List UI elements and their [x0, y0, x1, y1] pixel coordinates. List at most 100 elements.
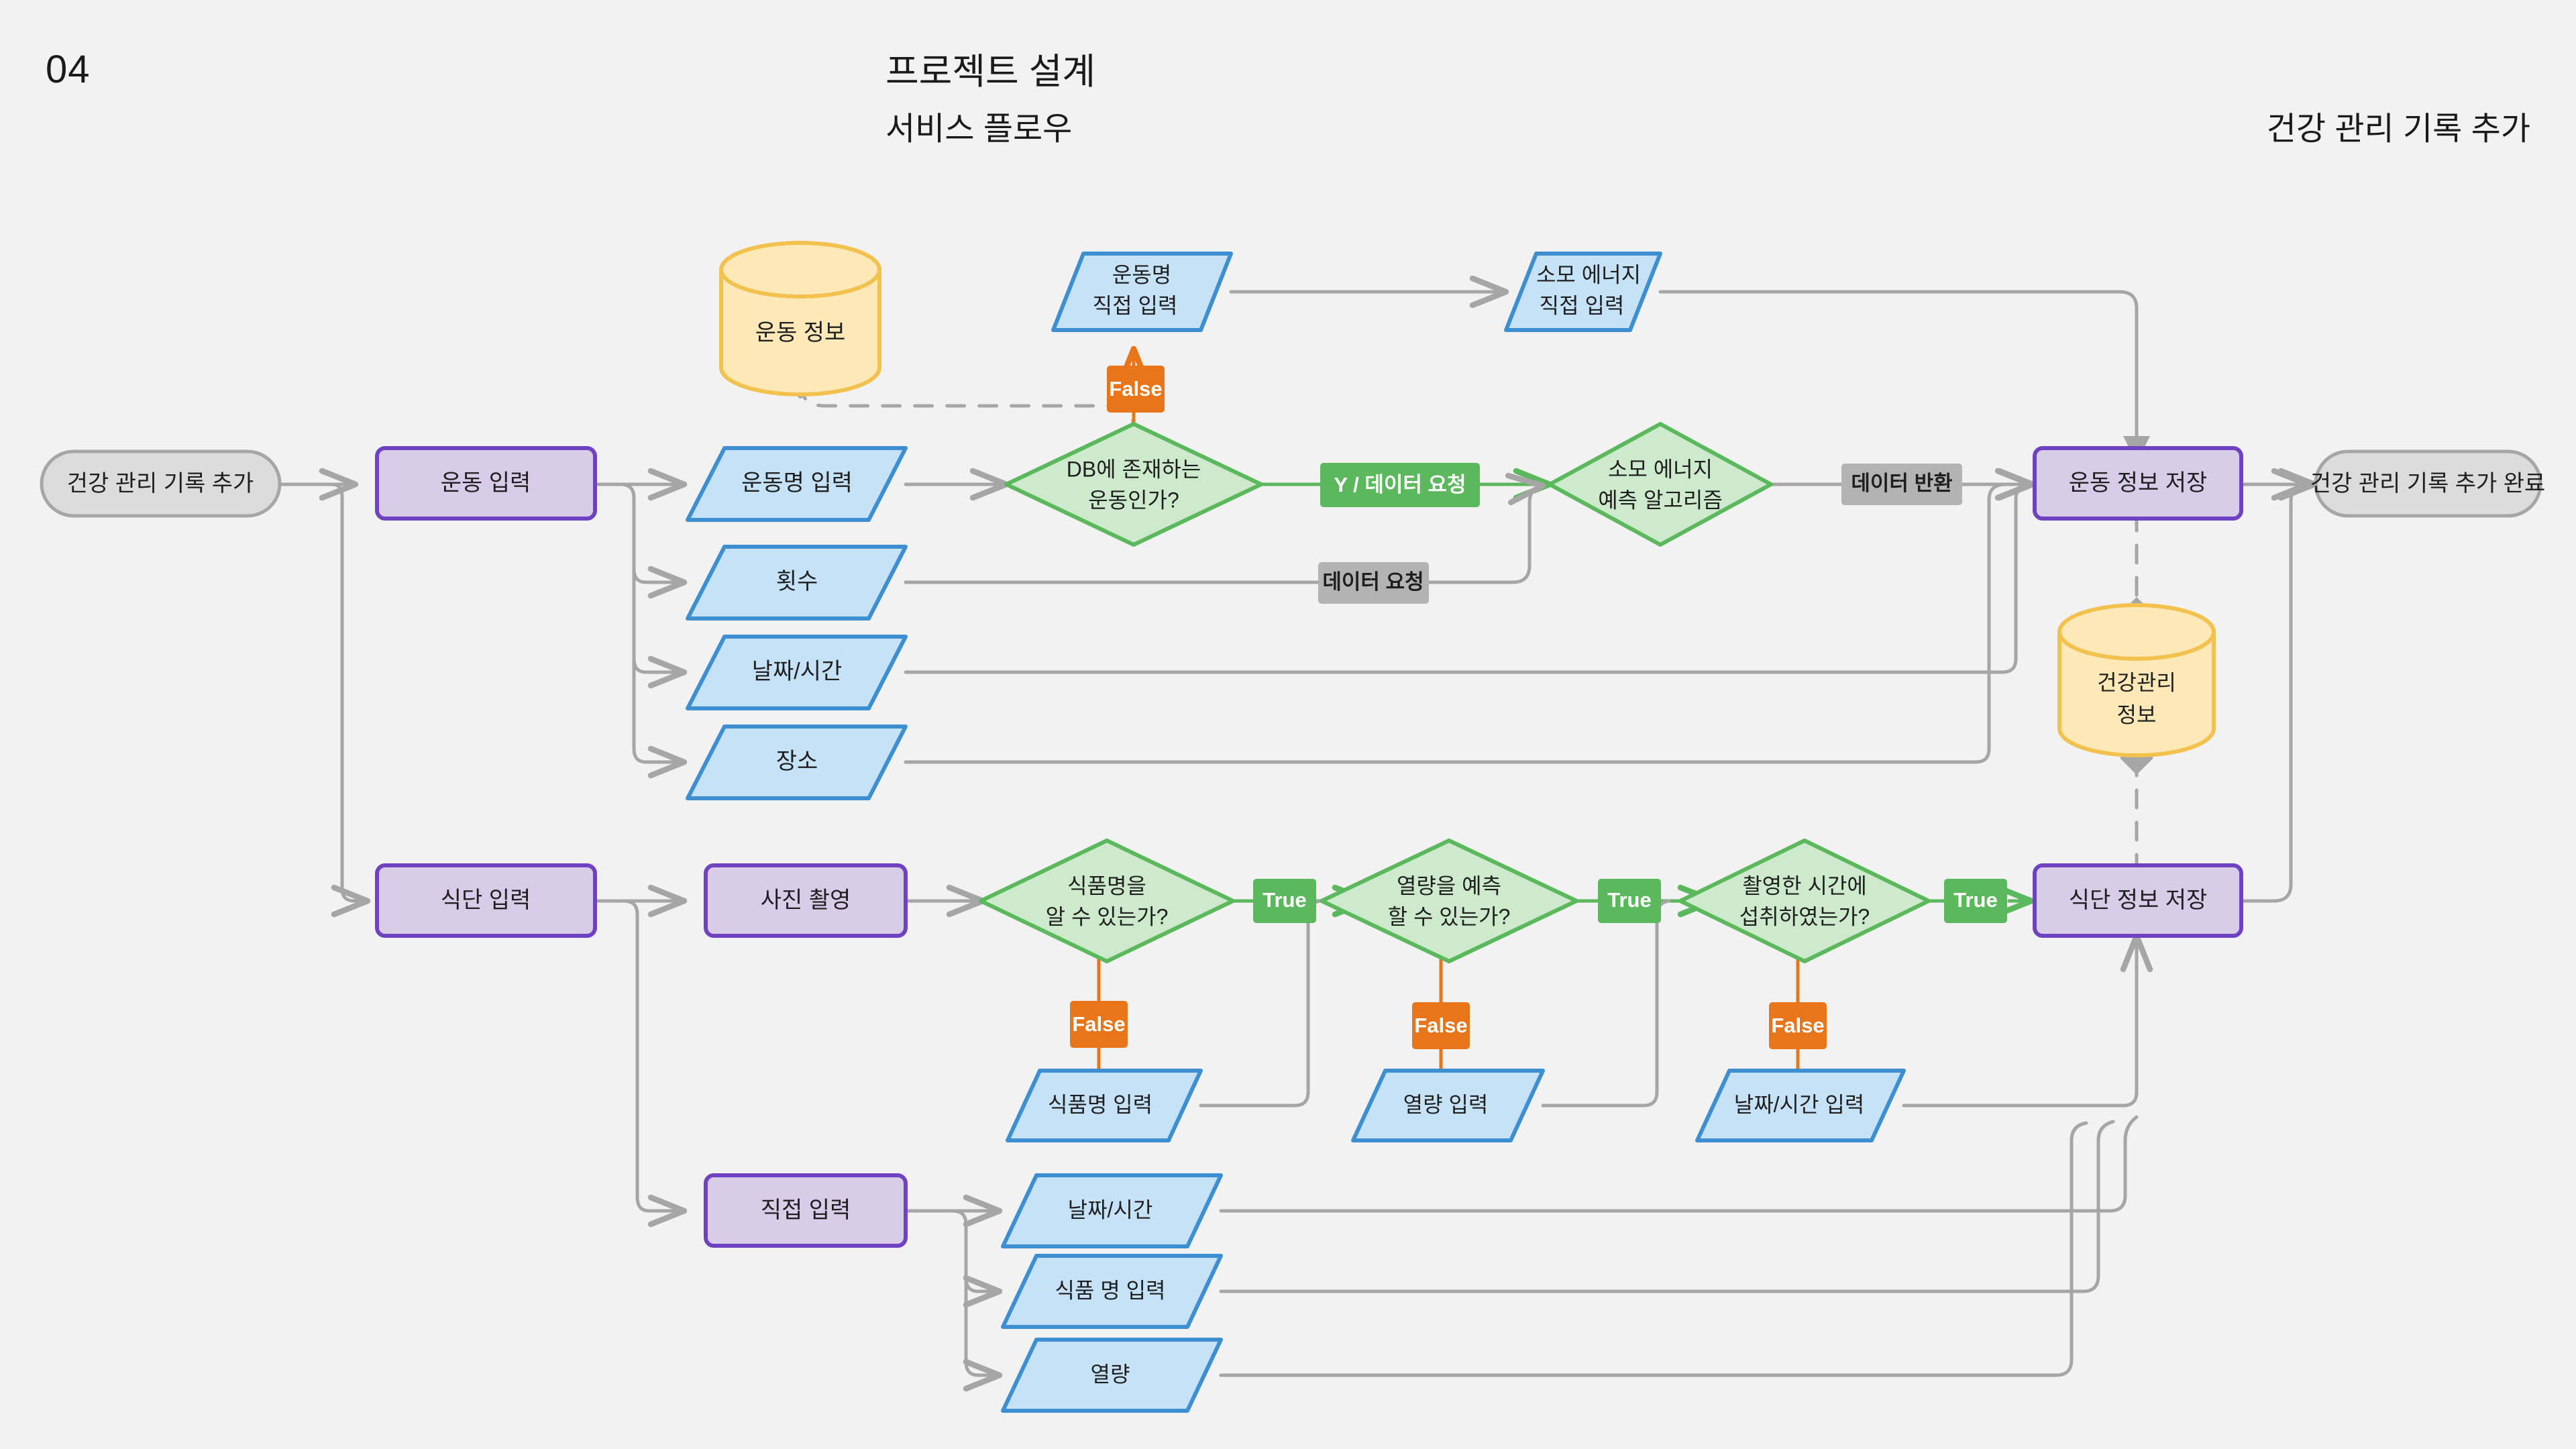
node-energy-algorithm-line2: 예측 알고리즘: [1598, 488, 1723, 512]
node-energy-algorithm-line1: 소모 에너지: [1608, 457, 1713, 481]
node-datetime[interactable]: 날짜/시간: [686, 635, 908, 710]
edge-calorie-to-d3: [1541, 899, 1671, 1108]
node-decision-food-name[interactable]: 식품명을 알 수 있는가?: [979, 839, 1235, 963]
edge-dietsave-to-end: [2239, 468, 2311, 903]
node-datetime-label: 날짜/시간: [752, 659, 843, 684]
node-exercise-name-manual[interactable]: 운동명 직접 입력: [1051, 252, 1233, 332]
edge-label-false-3-text: False: [1414, 1014, 1467, 1037]
node-food-name-input-label: 식품명 입력: [1048, 1092, 1152, 1116]
node-decision-calorie[interactable]: 열량을 예측 할 수 있는가?: [1320, 839, 1578, 963]
edge-ei-to-count: [619, 482, 688, 599]
edge-ei-to-place: [632, 496, 688, 779]
edge-label-data-request-text: 데이터 요청: [1322, 570, 1424, 594]
edge-label-true-1: True: [1253, 879, 1316, 923]
page-number: 04: [46, 48, 91, 91]
node-db-health-info[interactable]: 건강관리 정보: [2057, 603, 2216, 757]
node-manual-datetime-label: 날짜/시간: [1068, 1197, 1153, 1222]
node-decision-food-name-line2: 알 수 있는가?: [1046, 904, 1169, 928]
node-calorie-input-label: 열량 입력: [1403, 1092, 1489, 1116]
edge-datetime-to-save: [904, 468, 2035, 674]
node-count[interactable]: 횟수: [686, 545, 908, 621]
page-subtitle: 서비스 플로우: [885, 111, 1073, 147]
edge-label-true-3-text: True: [1953, 888, 1997, 912]
node-food-name-input[interactable]: 식품명 입력: [1006, 1069, 1203, 1142]
node-datetime-input[interactable]: 날짜/시간 입력: [1695, 1069, 1906, 1142]
node-manual-calorie-label: 열량: [1091, 1362, 1130, 1386]
edge-place-to-save: [904, 482, 2008, 764]
edge-label-true-2: True: [1598, 879, 1661, 923]
edge-mcal-to-save: [1219, 1121, 2088, 1377]
edge-label-true-1-text: True: [1263, 888, 1306, 912]
node-start[interactable]: 건강 관리 기록 추가: [40, 449, 282, 518]
node-start-label: 건강 관리 기록 추가: [67, 471, 254, 496]
node-manual-input-label: 직접 입력: [761, 1197, 851, 1223]
edge-label-false-2: False: [1070, 1001, 1128, 1048]
edge-energymanual-to-save: [1658, 290, 2150, 463]
node-decision-eaten-time-line1: 촬영한 시간에: [1742, 873, 1867, 898]
edge-label-data-return-text: 데이터 반환: [1851, 472, 1952, 495]
edge-diet-to-manual: [622, 899, 688, 1228]
edge-label-data-return: 데이터 반환: [1841, 464, 1962, 505]
node-place-label: 장소: [776, 749, 818, 774]
edge-manual-to-food: [951, 1209, 1003, 1308]
edge-label-data-request: 데이터 요청: [1318, 562, 1429, 604]
node-diet-save[interactable]: 식단 정보 저장: [2033, 863, 2243, 938]
node-exercise-save-label: 운동 정보 저장: [2069, 470, 2208, 496]
node-place[interactable]: 장소: [686, 724, 908, 800]
node-exercise-save[interactable]: 운동 정보 저장: [2033, 446, 2243, 521]
node-manual-input[interactable]: 직접 입력: [704, 1173, 908, 1248]
edge-db-exercise-dashed: [784, 366, 1136, 441]
node-decision-calorie-line2: 할 수 있는가?: [1388, 904, 1511, 928]
node-db-health-info-line2: 정보: [2117, 702, 2157, 727]
edge-ei-to-datetime: [632, 496, 688, 689]
node-manual-food-name-label: 식품 명 입력: [1055, 1278, 1166, 1302]
node-photo-capture[interactable]: 사진 촬영: [704, 863, 908, 938]
edge-label-y-data-request: Y / 데이터 요청: [1320, 463, 1480, 507]
section-title: 건강 관리 기록 추가: [2266, 111, 2530, 147]
page-title: 프로젝트 설계: [885, 52, 1096, 92]
node-count-label: 횟수: [776, 569, 818, 594]
node-decision-eaten-time-line2: 섭취하였는가?: [1739, 904, 1870, 928]
edge-label-true-2-text: True: [1607, 888, 1651, 912]
edge-label-false-1-text: False: [1109, 377, 1162, 400]
edge-layer: [276, 275, 2318, 1392]
node-manual-datetime[interactable]: 날짜/시간: [1001, 1173, 1223, 1248]
node-diet-input-label: 식단 입력: [441, 888, 531, 913]
node-manual-calorie[interactable]: 열량: [1001, 1338, 1223, 1413]
node-manual-food-name[interactable]: 식품 명 입력: [1001, 1254, 1223, 1329]
edge-dtinput-to-dietsave: [1902, 932, 2153, 1108]
edge-label-false-4: False: [1769, 1002, 1827, 1049]
edge-label-false-1: False: [1107, 366, 1165, 413]
node-db-health-info-line1: 건강관리: [2097, 670, 2176, 694]
node-db-exercise-info[interactable]: 운동 정보: [719, 241, 881, 396]
node-calorie-input[interactable]: 열량 입력: [1351, 1069, 1545, 1142]
edge-foodname-to-d2: [1199, 899, 1322, 1108]
node-exercise-name-manual-line2: 직접 입력: [1093, 293, 1178, 317]
node-photo-capture-label: 사진 촬영: [761, 888, 851, 913]
edge-manual-to-cal: [963, 1222, 1003, 1392]
edge-label-true-3: True: [1944, 879, 2007, 923]
node-end[interactable]: 건강 관리 기록 추가 완료: [2310, 449, 2546, 518]
edge-start-to-diet: [313, 482, 371, 918]
node-exercise-name-input[interactable]: 운동명 입력: [686, 446, 908, 522]
edge-label-false-2-text: False: [1072, 1012, 1125, 1036]
node-diet-save-label: 식단 정보 저장: [2069, 888, 2208, 913]
node-datetime-input-label: 날짜/시간 입력: [1734, 1092, 1864, 1116]
node-decision-food-name-line1: 식품명을: [1067, 873, 1146, 898]
node-decision-db-exists-line2: 운동인가?: [1088, 488, 1179, 512]
edge-mdt-to-save: [1219, 1115, 2139, 1213]
node-diet-input[interactable]: 식단 입력: [375, 863, 597, 938]
node-exercise-name-input-label: 운동명 입력: [741, 470, 853, 496]
node-energy-algorithm[interactable]: 소모 에너지 예측 알고리즘: [1548, 422, 1773, 547]
edge-mfood-to-save: [1219, 1120, 2115, 1293]
node-energy-manual-line1: 소모 에너지: [1536, 262, 1641, 286]
node-decision-db-exists[interactable]: DB에 존재하는 운동인가?: [1004, 422, 1263, 547]
node-exercise-input[interactable]: 운동 입력: [375, 446, 597, 521]
node-energy-manual[interactable]: 소모 에너지 직접 입력: [1504, 252, 1662, 332]
node-decision-eaten-time[interactable]: 촬영한 시간에 섭취하였는가?: [1678, 839, 1931, 963]
node-db-exercise-info-label: 운동 정보: [755, 320, 846, 345]
node-energy-manual-line2: 직접 입력: [1540, 293, 1625, 317]
node-exercise-name-manual-line1: 운동명: [1112, 262, 1171, 286]
